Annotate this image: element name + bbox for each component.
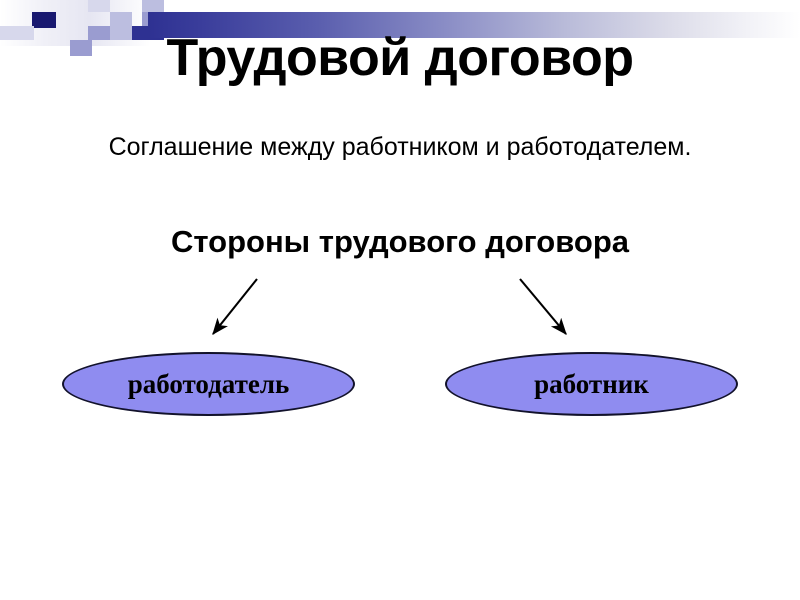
deco-tile <box>88 0 110 12</box>
node-employer[interactable]: работодатель <box>62 352 355 416</box>
deco-tile-accent <box>32 12 56 28</box>
arrow-to-employer <box>212 278 258 335</box>
deco-tile <box>88 26 110 40</box>
node-employer-label: работодатель <box>127 368 290 399</box>
deco-tile <box>110 12 132 26</box>
deco-tile <box>110 26 132 40</box>
deco-tile <box>0 26 34 40</box>
section-heading: Стороны трудового договора <box>170 224 630 259</box>
deco-tile <box>70 40 92 56</box>
deco-tile <box>142 0 164 12</box>
node-employee-label: работник <box>534 368 649 399</box>
arrow-to-employee <box>519 278 567 335</box>
slide-subtitle: Соглашение между работником и работодате… <box>108 133 692 161</box>
node-employee[interactable]: работник <box>445 352 738 416</box>
header-gradient-bar <box>148 12 800 38</box>
page-title: Трудовой договор <box>166 29 634 87</box>
